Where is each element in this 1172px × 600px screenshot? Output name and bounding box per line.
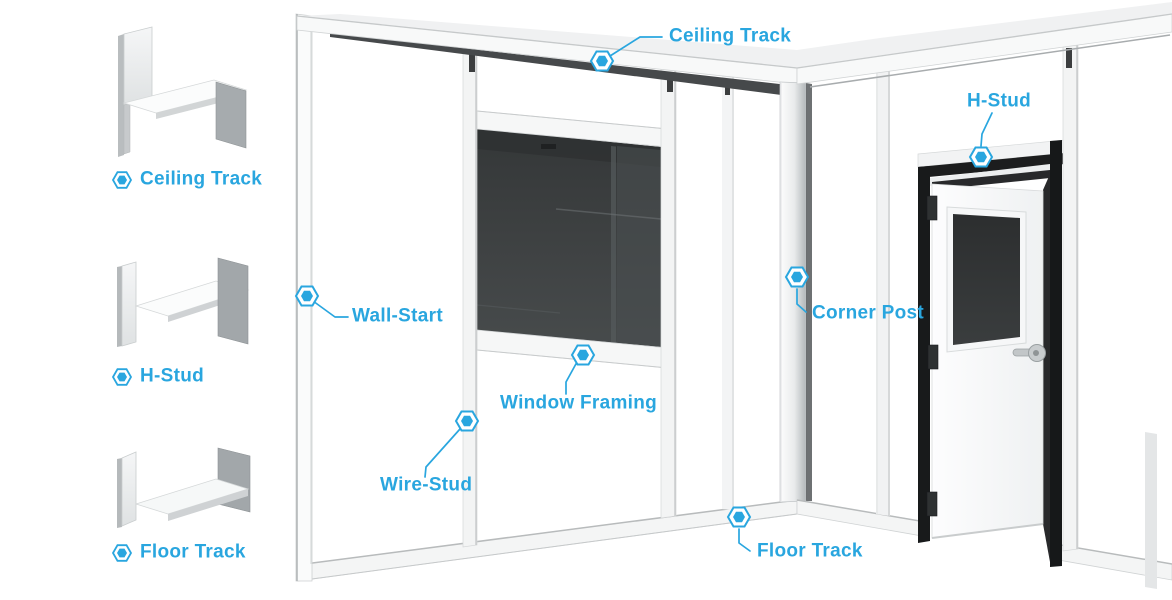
stud-top-notch: [469, 50, 475, 72]
leader-ceiling-track: [609, 36, 663, 57]
legend-label-ceiling-track: Ceiling Track: [140, 168, 263, 190]
hexagon-marker-ceiling-track: [590, 50, 614, 72]
legend-bullet-floor-track: [112, 544, 132, 562]
hexagon-marker-corner-post: [785, 266, 809, 288]
panel-edge-strip: [1145, 432, 1157, 589]
door-hinges: [926, 195, 939, 517]
h-stud-profile-icon: [117, 257, 250, 347]
left-floor-track: [296, 499, 798, 582]
door-side-stud: [876, 66, 890, 516]
hexagon-marker-wire-stud: [455, 410, 479, 432]
hexagon-marker-floor-track: [727, 506, 751, 528]
leader-floor-track: [738, 528, 751, 552]
leader-h-stud: [980, 112, 993, 147]
leader-corner-post: [796, 288, 807, 313]
callout-label-h-stud: H-Stud: [967, 90, 1032, 112]
hinge-icon: [926, 195, 938, 221]
window-latch: [541, 144, 556, 149]
hexagon-marker-wall-start: [295, 285, 319, 307]
callout-label-floor-track: Floor Track: [757, 540, 863, 562]
hexagon-marker-h-stud: [969, 146, 993, 168]
left-wall: [295, 13, 798, 582]
stud-top-notch: [667, 72, 673, 92]
door-top-gap: [932, 170, 1050, 190]
callout-label-corner-post: Corner Post: [812, 302, 925, 324]
door: [926, 183, 1046, 539]
leader-window-framing: [565, 361, 578, 395]
door-jamb-right: [1050, 140, 1062, 567]
hinge-icon: [926, 491, 938, 517]
legend-label-h-stud: H-Stud: [140, 365, 205, 387]
ceiling-track-profile-icon: [118, 26, 248, 157]
corner-post: [779, 81, 812, 503]
window-side-stud: [660, 67, 677, 519]
legend-bullet-ceiling-track: [112, 171, 132, 189]
door-edge-gap: [1043, 174, 1050, 562]
callout-label-wire-stud: Wire-Stud: [380, 474, 473, 496]
legend-bullet-h-stud: [112, 368, 132, 386]
callout-lines: [312, 36, 993, 552]
wire-stud: [462, 46, 478, 548]
door-handle: [1012, 344, 1046, 362]
right-ceiling-track: [796, 2, 1172, 88]
right-wall: [796, 2, 1172, 600]
callout-label-ceiling-track: Ceiling Track: [669, 25, 792, 47]
floor-track-profile-icon: [117, 447, 251, 528]
legend-label-floor-track: Floor Track: [140, 541, 246, 563]
leader-wire-stud: [424, 428, 461, 478]
door-vision-panel: [953, 214, 1020, 345]
door-header: [918, 153, 1065, 178]
hinge-icon: [927, 344, 939, 370]
leader-wall-start: [312, 300, 349, 318]
door-jamb-left: [918, 166, 930, 543]
callout-label-window-framing: Window Framing: [500, 392, 658, 414]
left-wall-stud: [722, 76, 734, 510]
hexagon-marker-window-framing: [571, 344, 595, 366]
stud-top-notch: [1066, 48, 1072, 68]
window-glass: [476, 129, 662, 347]
h-stud-vertical: [1062, 41, 1079, 552]
callout-label-wall-start: Wall-Start: [352, 305, 443, 327]
